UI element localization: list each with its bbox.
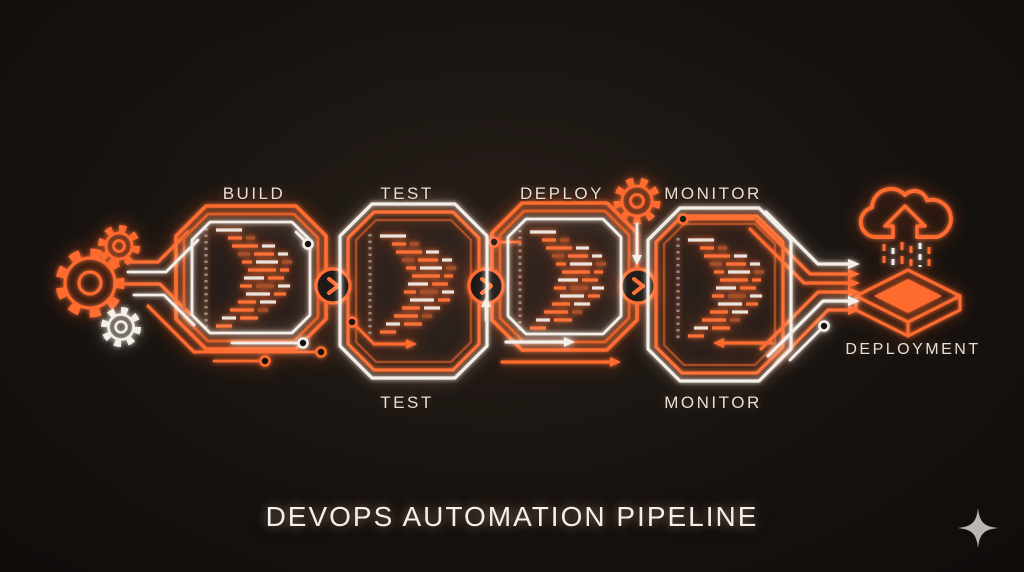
converge-lines-orange xyxy=(748,219,860,365)
circuit-stubs-white xyxy=(230,230,830,362)
cloud-upload-icon xyxy=(858,186,953,240)
stage-label-monitor: MONITOR xyxy=(664,184,762,203)
diagram-title: DEVOPS AUTOMATION PIPELINE xyxy=(265,501,759,532)
gear-small-orange-icon xyxy=(98,225,140,267)
panel-outer-monitor xyxy=(646,206,793,383)
gear-feed-line-white xyxy=(126,238,200,274)
converge-lines-white xyxy=(764,210,860,358)
upload-dashes-white xyxy=(891,243,922,270)
sparkle-icon xyxy=(958,508,998,548)
deployment-label: DEPLOYMENT xyxy=(845,341,981,358)
flow-arrows-white xyxy=(481,222,642,347)
stage-panel-deploy xyxy=(490,201,639,352)
stage-label-test: TEST xyxy=(380,184,434,203)
panel-outer-test xyxy=(338,202,489,380)
gear-feed-lines xyxy=(124,230,202,354)
circuit-stubs-orange xyxy=(198,213,756,367)
gear-large-icon xyxy=(55,248,125,318)
gear-pipeline-icon xyxy=(613,177,661,225)
upload-dashes-orange xyxy=(882,242,931,270)
orange-circuit-layer xyxy=(55,177,962,375)
panel-inner-build xyxy=(190,220,312,335)
white-circuit-layer xyxy=(101,202,922,383)
stage-label-build: BUILD xyxy=(222,184,286,203)
dim-circuit-layer xyxy=(354,218,777,367)
stage-label-test-below: TEST xyxy=(380,393,434,412)
flow-arrows-orange xyxy=(372,338,774,367)
stage-panel-monitor-ring xyxy=(654,214,785,375)
gear-small-white-icon xyxy=(101,307,141,347)
gear-feed-line-white xyxy=(132,293,196,327)
deployment-platform-icon xyxy=(854,268,962,338)
stage-label-deploy: DEPLOY xyxy=(520,184,604,203)
panel-inner-deploy xyxy=(506,217,623,336)
stage-panel-test-ring xyxy=(346,210,481,372)
stage-label-monitor-below: MONITOR xyxy=(664,393,762,412)
